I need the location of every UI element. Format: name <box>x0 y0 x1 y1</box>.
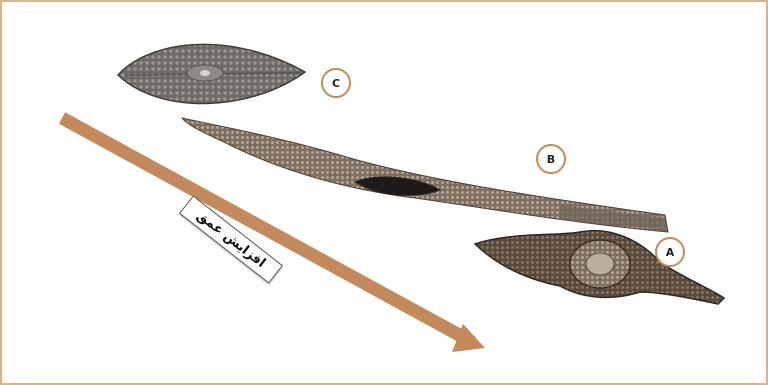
specimen-a <box>475 231 724 304</box>
label-a: A <box>655 237 685 267</box>
specimen-c <box>118 44 305 103</box>
label-b: B <box>536 144 566 174</box>
specimen-b <box>182 118 668 232</box>
label-c: C <box>321 68 351 98</box>
